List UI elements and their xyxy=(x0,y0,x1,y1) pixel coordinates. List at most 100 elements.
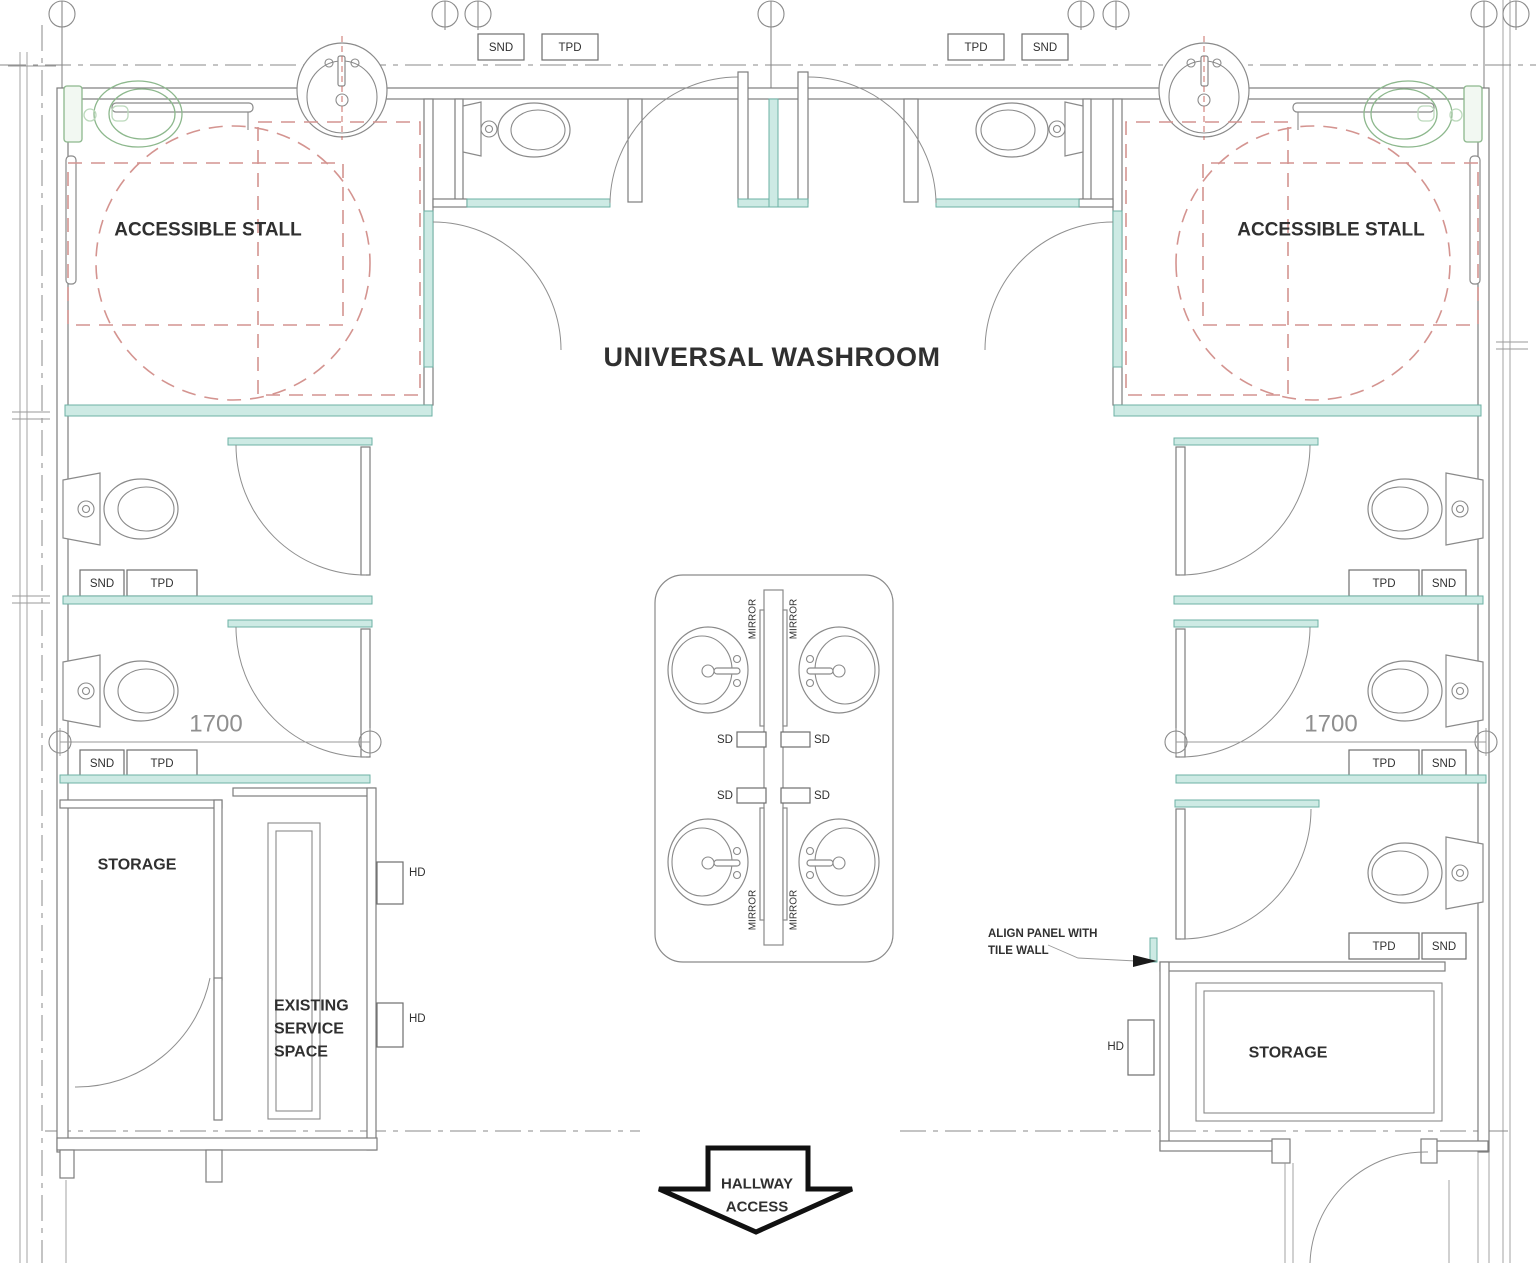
accessible-toilet-icon xyxy=(63,80,183,148)
snd-label: SND xyxy=(1432,941,1456,953)
door-swing-arc xyxy=(432,221,562,351)
door-leaf xyxy=(213,977,223,1121)
accessible-stall-right-label: ACCESSIBLE STALL xyxy=(1237,220,1425,241)
align-panel-line1: ALIGN PANEL WITH xyxy=(988,928,1097,940)
mirror-label: MIRROR xyxy=(748,890,759,931)
sink-icon xyxy=(798,626,880,714)
door-swing-arc xyxy=(609,76,739,204)
accessible-stall-room xyxy=(63,36,562,417)
mirror-panel xyxy=(782,609,788,727)
tpd-label: TPD xyxy=(559,42,582,54)
sink-icon xyxy=(798,818,880,906)
sd-label: SD xyxy=(814,734,830,746)
clear-floor-space xyxy=(67,162,344,326)
soap-dispenser-box xyxy=(780,731,811,748)
tpd-label: TPD xyxy=(151,758,174,770)
existing-service-space-room xyxy=(232,787,404,1151)
sd-label: SD xyxy=(717,734,733,746)
toilet-icon xyxy=(62,654,179,728)
column-grid-markers xyxy=(48,0,1530,96)
bottom-left-wall xyxy=(56,1137,378,1183)
dimension-1700-left: 1700 xyxy=(189,711,242,738)
align-panel-annotation-leader xyxy=(1047,944,1157,967)
hallway-access-arrow-icon xyxy=(657,1145,854,1235)
soap-dispenser-box xyxy=(736,787,767,804)
snd-label: SND xyxy=(1432,758,1456,770)
mirror-label: MIRROR xyxy=(748,599,759,640)
door-swing-arc xyxy=(74,977,211,1088)
mirror-panel xyxy=(782,807,788,921)
accessible-stall-left-label: ACCESSIBLE STALL xyxy=(114,220,302,241)
dispenser-box xyxy=(126,749,198,777)
snd-label: SND xyxy=(489,42,513,54)
hd-label: HD xyxy=(1107,1041,1124,1053)
sink-island xyxy=(654,574,894,963)
clear-floor-space xyxy=(257,121,421,396)
snd-label: SND xyxy=(90,578,114,590)
door-swing-arc xyxy=(235,626,367,758)
dispenser-box xyxy=(1348,932,1420,960)
dispenser-box xyxy=(79,569,125,597)
storage-right-label: STORAGE xyxy=(1249,1045,1328,1062)
mirror-panel xyxy=(759,807,765,921)
toilet-stall-top xyxy=(432,33,643,208)
door-swing-arc xyxy=(1309,1151,1429,1263)
storage-room-right xyxy=(1127,961,1490,1263)
align-panel-line2: TILE WALL xyxy=(988,945,1049,957)
dispenser-box xyxy=(541,33,599,61)
door-leaf xyxy=(360,628,371,758)
toilet-stall-bottom-right xyxy=(1149,799,1484,963)
door-swing-arc xyxy=(1180,808,1312,940)
grab-bar-icon xyxy=(65,102,254,285)
soap-dispenser-box xyxy=(736,731,767,748)
snd-label: SND xyxy=(1432,578,1456,590)
west-side-geometry xyxy=(48,33,775,1153)
door-swing-arc xyxy=(235,444,367,576)
wall-stub xyxy=(1271,1138,1291,1164)
tile-wall-panel xyxy=(64,404,433,417)
dispenser-box xyxy=(477,33,525,61)
storage-room-left xyxy=(59,799,223,1121)
wall-stub xyxy=(1420,1138,1438,1164)
leader-arrowhead-icon xyxy=(1133,955,1157,967)
snd-label: SND xyxy=(90,758,114,770)
sink-icon xyxy=(296,36,388,140)
door-leaf xyxy=(1175,808,1186,940)
door-leaf xyxy=(737,71,749,204)
turning-radius-circle xyxy=(95,125,371,401)
page-title: UNIVERSAL WASHROOM xyxy=(603,342,940,372)
sd-label: SD xyxy=(814,790,830,802)
dimension-1700-right: 1700 xyxy=(1304,711,1357,738)
island-divider xyxy=(763,589,784,946)
hand-dryer-box xyxy=(376,1002,404,1048)
tpd-label: TPD xyxy=(965,42,988,54)
toilet-icon xyxy=(462,101,571,158)
wall-stub xyxy=(59,1149,75,1179)
tpd-label: TPD xyxy=(151,578,174,590)
toilet-icon xyxy=(1367,836,1484,910)
align-panel xyxy=(1149,937,1158,963)
sink-icon xyxy=(667,818,749,906)
mirror-label: MIRROR xyxy=(789,599,800,640)
hand-dryer-box xyxy=(1127,1019,1155,1076)
tpd-label: TPD xyxy=(1373,941,1396,953)
existing-service-line1: EXISTING xyxy=(274,998,349,1015)
tile-wall-panel xyxy=(423,210,434,368)
toilet-icon xyxy=(62,472,179,546)
toilet-stall xyxy=(48,619,382,784)
sd-label: SD xyxy=(717,790,733,802)
dispenser-box xyxy=(1421,932,1467,960)
toilet-stall xyxy=(62,437,373,605)
hallway-access-line1: HALLWAY xyxy=(721,1176,793,1193)
sink-icon xyxy=(667,626,749,714)
hallway-access-line2: ACCESS xyxy=(726,1199,789,1216)
hd-label: HD xyxy=(409,1013,426,1025)
top-wall xyxy=(61,87,1485,100)
dimension-line xyxy=(48,728,382,756)
mirror-panel xyxy=(759,609,765,727)
mirror-label: MIRROR xyxy=(789,890,800,931)
wall-stub xyxy=(205,1149,223,1183)
